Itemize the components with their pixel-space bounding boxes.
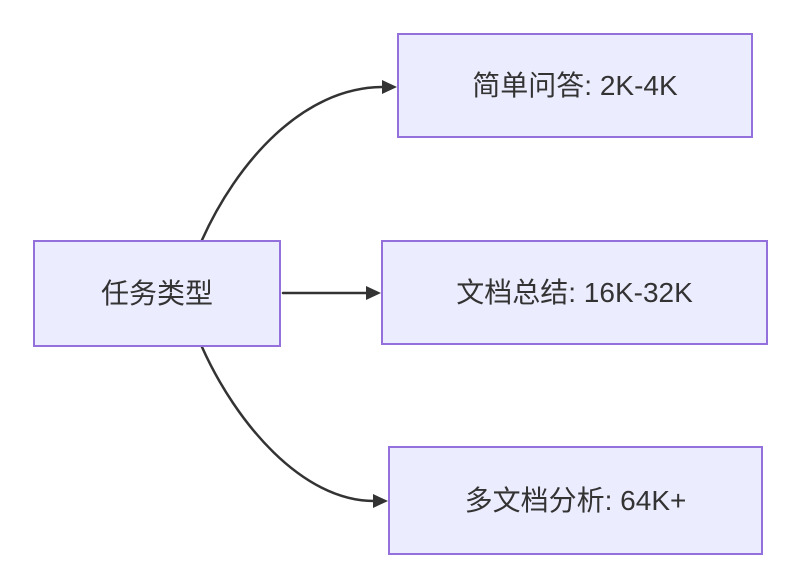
node-task-type: 任务类型 [33,240,281,347]
edge-root-to-multi-doc [200,345,376,503]
node-doc-summary: 文档总结: 16K-32K [381,240,768,345]
arrowhead-simple-qa [382,80,397,94]
node-simple-qa: 简单问答: 2K-4K [397,33,753,138]
edge-root-to-simple-qa [200,85,385,242]
arrowhead-multi-doc [373,494,388,508]
arrowhead-doc-summary [366,286,381,300]
node-multi-doc-analysis: 多文档分析: 64K+ [388,446,763,555]
